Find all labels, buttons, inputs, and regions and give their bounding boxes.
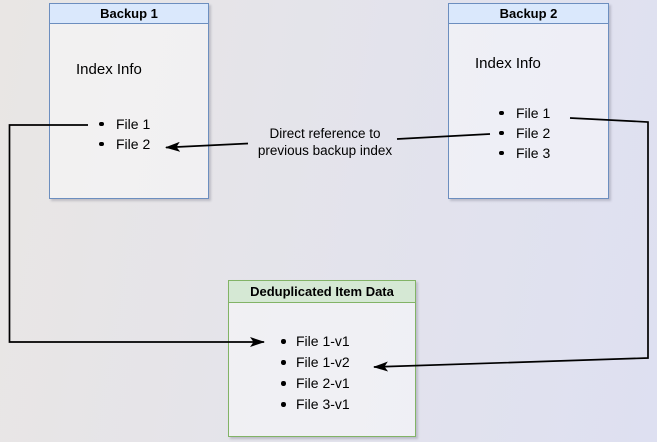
dedup-file-list: File 1-v1 File 1-v2 File 2-v1 File 3-v1 [279, 331, 350, 415]
backup1-box: Backup 1 Index Info File 1 File 2 [49, 3, 209, 199]
list-item: File 3 [497, 143, 550, 163]
annotation-line-1: Direct reference to [269, 126, 381, 141]
list-item: File 1-v2 [279, 352, 350, 373]
backup1-file-list: File 1 File 2 [97, 114, 150, 154]
list-item: File 1 [497, 103, 550, 123]
backup2-index-info-label: Index Info [475, 55, 541, 72]
reference-annotation: Direct reference to previous backup inde… [234, 125, 416, 159]
backup2-box: Backup 2 Index Info File 1 File 2 File 3 [448, 3, 609, 199]
dedup-title: Deduplicated Item Data [229, 281, 415, 303]
deduplicated-item-data-box: Deduplicated Item Data File 1-v1 File 1-… [228, 280, 416, 437]
list-item: File 1 [97, 114, 150, 134]
list-item: File 2 [497, 123, 550, 143]
annotation-line-2: previous backup index [257, 143, 393, 158]
backup1-index-info-label: Index Info [76, 61, 142, 78]
list-item: File 2-v1 [279, 373, 350, 394]
list-item: File 3-v1 [279, 394, 350, 415]
backup1-title: Backup 1 [50, 4, 208, 24]
backup2-title: Backup 2 [449, 4, 608, 24]
list-item: File 2 [97, 134, 150, 154]
list-item: File 1-v1 [279, 331, 350, 352]
backup2-file-list: File 1 File 2 File 3 [497, 103, 550, 163]
